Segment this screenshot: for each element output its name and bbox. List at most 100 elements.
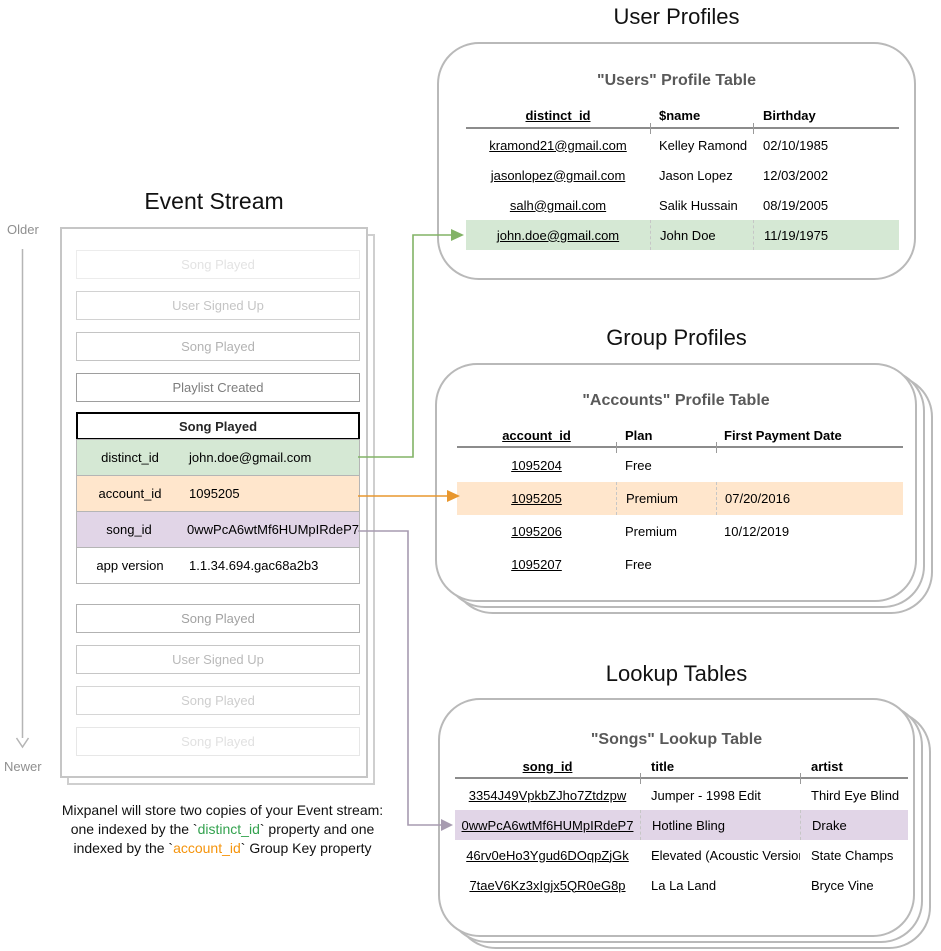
table-row: 1095206 Premium 10/12/2019 — [457, 515, 903, 548]
cell-distinct-id: salh@gmail.com — [509, 197, 607, 213]
cell-title: La La Land — [651, 877, 717, 893]
accounts-table-header-row: account_id Plan First Payment Date — [457, 424, 903, 446]
event-item: User Signed Up — [76, 645, 360, 674]
cell-birthday: 02/10/1985 — [763, 137, 829, 153]
table-row: 3354J49VpkbZJho7Ztdzpw Jumper - 1998 Edi… — [455, 780, 908, 810]
column-header: artist — [811, 758, 843, 774]
column-divider-tick — [616, 442, 617, 453]
songs-table-header-row: song_id title artist — [455, 755, 908, 777]
cell-account-id: 1095206 — [511, 524, 562, 539]
cell-distinct-id: jasonlopez@gmail.com — [490, 167, 626, 183]
cell-name: Jason Lopez — [659, 167, 733, 183]
event-item: User Signed Up — [76, 291, 360, 320]
property-key: account_id — [98, 486, 162, 501]
property-key: song_id — [106, 522, 152, 537]
cell-birthday: 12/03/2002 — [763, 167, 829, 183]
property-value: john.doe@gmail.com — [189, 450, 312, 465]
cell-song-id: 0wwPcA6wtMf6HUMpIRdeP7 — [461, 817, 634, 833]
table-row: 1095207 Free — [457, 548, 903, 581]
cell-song-id: 3354J49VpkbZJho7Ztdzpw — [468, 787, 627, 803]
cell-birthday: 08/19/2005 — [763, 197, 829, 213]
expanded-event-title: Song Played — [76, 412, 360, 440]
table-row: jasonlopez@gmail.com Jason Lopez 12/03/2… — [466, 160, 899, 190]
timeline-arrow — [15, 249, 30, 749]
users-table: distinct_id $name Birthday kramond21@gma… — [466, 104, 899, 250]
table-row-highlighted: 1095205 Premium 07/20/2016 — [457, 482, 903, 515]
cell-account-id: 1095207 — [511, 557, 562, 572]
event-property-app-version: app version 1.1.34.694.gac68a2b3 — [76, 547, 360, 584]
cell-distinct-id: john.doe@gmail.com — [496, 227, 620, 243]
cell-birthday: 11/19/1975 — [753, 220, 899, 250]
accounts-table-title: "Accounts" Profile Table — [582, 392, 770, 409]
event-item: Playlist Created — [76, 373, 360, 402]
cell-artist: Third Eye Blind — [811, 787, 900, 803]
event-property-distinct-id: distinct_id john.doe@gmail.com — [76, 439, 360, 476]
newer-label: Newer — [4, 759, 42, 774]
property-key: app version — [96, 558, 164, 573]
property-value: 1.1.34.694.gac68a2b3 — [189, 558, 319, 573]
distinct-id-code: distinct_id — [197, 821, 260, 837]
column-divider-tick — [716, 442, 717, 453]
table-row: 1095204 Free — [457, 449, 903, 482]
table-row-highlighted: john.doe@gmail.com John Doe 11/19/1975 — [466, 220, 899, 250]
cell-name: Kelley Ramond — [659, 137, 748, 153]
table-row: 46rv0eHo3Ygud6DOqpZjGk Elevated (Acousti… — [455, 840, 908, 870]
column-header: Plan — [625, 427, 653, 443]
users-table-title: "Users" Profile Table — [597, 72, 756, 89]
property-value: 1095205 — [189, 486, 240, 501]
cell-song-id: 46rv0eHo3Ygud6DOqpZjGk — [466, 847, 629, 863]
table-row: 7taeV6Kz3xIgjx5QR0eG8p La La Land Bryce … — [455, 870, 908, 900]
cell-name: John Doe — [650, 220, 753, 250]
column-divider-tick — [640, 773, 641, 784]
cell-plan: Premium — [625, 524, 678, 539]
cell-account-id: 1095205 — [511, 491, 562, 506]
caption-line1: Mixpanel will store two copies of your E… — [61, 802, 384, 818]
caption-line2: one indexed by the `distinct_id` propert… — [70, 821, 375, 837]
column-divider-tick — [753, 123, 754, 134]
column-header: First Payment Date — [724, 427, 842, 443]
column-divider-tick — [650, 123, 651, 134]
header-rule — [457, 442, 903, 453]
property-value: 0wwPcA6wtMf6HUMpIRdeP7 — [187, 522, 359, 537]
cell-account-id: 1095204 — [511, 458, 562, 473]
event-item: Song Played — [76, 332, 360, 361]
cell-title: Hotline Bling — [640, 810, 800, 840]
column-header: song_id — [522, 758, 573, 774]
cell-title: Jumper - 1998 Edit — [651, 787, 761, 803]
cell-artist: State Champs — [811, 847, 894, 863]
event-stream-heading: Event Stream — [144, 188, 284, 214]
column-divider-tick — [800, 773, 801, 784]
account-id-code: account_id — [173, 840, 241, 856]
songs-table: song_id title artist 3354J49VpkbZJho7Ztd… — [455, 755, 908, 900]
event-property-account-id: account_id 1095205 — [76, 475, 360, 512]
user-profiles-heading: User Profiles — [613, 4, 740, 29]
songs-table-title: "Songs" Lookup Table — [590, 731, 763, 748]
column-header: title — [651, 758, 675, 774]
cell-title: Elevated (Acoustic Version) — [651, 847, 800, 863]
column-header: distinct_id — [525, 108, 591, 123]
header-rule — [455, 773, 908, 784]
lookup-tables-heading: Lookup Tables — [605, 661, 748, 686]
cell-first-payment-date: 07/20/2016 — [716, 482, 903, 515]
header-rule — [466, 123, 899, 134]
cell-plan: Free — [625, 458, 652, 473]
cell-plan: Free — [625, 557, 652, 572]
event-item: Song Played — [76, 250, 360, 279]
users-table-header-row: distinct_id $name Birthday — [466, 104, 899, 127]
caption-line3: indexed by the `account_id` Group Key pr… — [73, 840, 372, 856]
column-header: $name — [659, 108, 701, 123]
event-item: Song Played — [76, 686, 360, 715]
property-key: distinct_id — [101, 450, 159, 465]
event-item: Song Played — [76, 727, 360, 756]
diagram-caption: Mixpanel will store two copies of your E… — [25, 801, 420, 858]
cell-artist: Bryce Vine — [811, 877, 874, 893]
column-header: Birthday — [763, 108, 816, 123]
cell-song-id: 7taeV6Kz3xIgjx5QR0eG8p — [469, 877, 626, 893]
older-label: Older — [7, 222, 39, 237]
cell-artist: Drake — [800, 810, 908, 840]
cell-distinct-id: kramond21@gmail.com — [489, 137, 627, 153]
accounts-table: account_id Plan First Payment Date 10952… — [457, 424, 903, 581]
cell-first-payment-date: 10/12/2019 — [724, 524, 790, 539]
event-item: Song Played — [76, 604, 360, 633]
